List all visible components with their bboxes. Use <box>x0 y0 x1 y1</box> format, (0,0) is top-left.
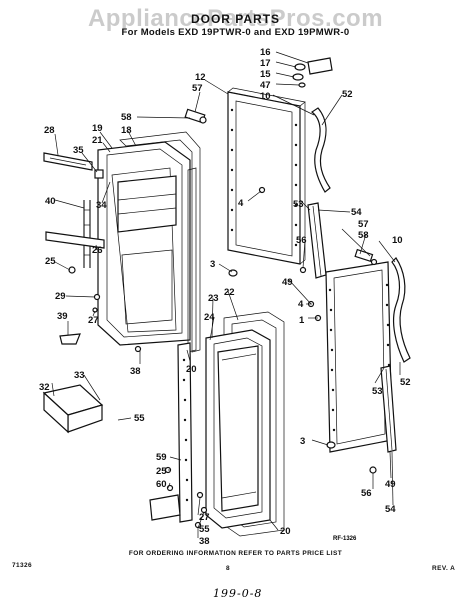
freezer-rack-left <box>45 200 105 268</box>
ordering-note: FOR ORDERING INFORMATION REFER TO PARTS … <box>128 550 343 557</box>
callout-35: 35 <box>73 145 84 156</box>
callout-25-lower: 25 <box>156 466 167 477</box>
callout-47: 47 <box>260 80 271 91</box>
callout-20-upper: 20 <box>186 364 197 375</box>
callout-32: 32 <box>39 382 50 393</box>
top-hinge-assembly <box>292 57 333 88</box>
callout-3-lower: 3 <box>300 436 305 447</box>
small-fasteners-right <box>228 266 377 474</box>
callout-25-upper: 25 <box>45 256 56 267</box>
callout-26: 26 <box>92 245 103 256</box>
callout-53-lower: 53 <box>372 386 383 397</box>
callout-59: 59 <box>156 452 167 463</box>
callout-19: 19 <box>92 123 103 134</box>
callout-27-lower: 27 <box>199 512 210 523</box>
watermark: AppliancePartsPros.com <box>87 5 384 32</box>
callout-18: 18 <box>121 125 132 136</box>
callout-40: 40 <box>45 196 56 207</box>
door-handle-lower <box>391 257 411 363</box>
callout-38-lower: 38 <box>199 536 210 547</box>
hinge-bracket-lower <box>354 248 378 266</box>
diagram-subtitle: For Models EXD 19PTWR-0 and EXD 19PMWR-0 <box>121 27 350 38</box>
callout-60: 60 <box>156 479 167 490</box>
callout-57-lower: 57 <box>358 219 369 230</box>
callout-3-upper: 3 <box>210 259 215 270</box>
callout-28: 28 <box>44 125 55 136</box>
callout-27-upper: 27 <box>88 315 99 326</box>
hinge-bracket-upper <box>184 108 207 124</box>
callout-10-upper: 10 <box>260 91 271 102</box>
callout-57-upper: 57 <box>192 83 203 94</box>
callout-numbers: 16 17 15 47 10 52 12 57 58 28 19 21 18 3… <box>39 47 411 547</box>
callout-4-lower: 4 <box>298 299 304 310</box>
callout-49-lower: 49 <box>385 479 396 490</box>
callout-4-upper: 4 <box>238 198 244 209</box>
page-number: 8 <box>226 565 231 572</box>
fresh-food-door-liner <box>205 329 271 529</box>
lower-door-gasket-strip <box>380 365 397 453</box>
callout-39: 39 <box>57 311 68 322</box>
callout-24: 24 <box>204 312 215 323</box>
callout-33: 33 <box>74 370 85 381</box>
footer-left-code: 71326 <box>12 562 33 569</box>
callout-1: 1 <box>299 315 305 326</box>
fresh-food-door-outer-panel <box>325 261 393 453</box>
callout-20-lower: 20 <box>280 526 291 537</box>
callout-38-upper: 38 <box>130 366 141 377</box>
freezer-shelf-rail <box>43 152 104 179</box>
callout-55-lower: 55 <box>199 524 210 535</box>
callout-52-lower: 52 <box>400 377 411 388</box>
callout-16: 16 <box>260 47 271 58</box>
callout-49-upper: 49 <box>282 277 293 288</box>
callout-23: 23 <box>208 293 219 304</box>
leader-lines <box>51 51 401 538</box>
callout-54-upper: 54 <box>351 207 362 218</box>
upper-door-gasket-strip <box>307 202 327 279</box>
revision-label: REV. A <box>432 565 456 572</box>
callout-22: 22 <box>224 287 235 298</box>
callout-12: 12 <box>195 72 206 83</box>
freezer-door-liner <box>97 141 191 346</box>
drawing-code: RF-1326 <box>333 536 357 542</box>
door-bin <box>42 384 181 521</box>
callout-10-lower: 10 <box>392 235 403 246</box>
callout-34: 34 <box>96 200 107 211</box>
door-shelf-rail-lower <box>177 342 193 523</box>
callout-15: 15 <box>260 69 271 80</box>
door-handle-upper <box>310 107 331 193</box>
callout-53-upper: 53 <box>293 199 304 210</box>
diagram-title: DOOR PARTS <box>190 12 281 26</box>
callout-52-upper: 52 <box>342 89 353 100</box>
small-fasteners-left <box>59 266 142 353</box>
callout-58-lower: 58 <box>358 230 369 241</box>
callout-58-upper: 58 <box>121 112 132 123</box>
callout-17: 17 <box>260 58 271 69</box>
callout-56-upper: 56 <box>296 235 307 246</box>
callout-21: 21 <box>92 135 103 146</box>
freezer-door-outer-panel <box>227 87 306 265</box>
freezer-door-gasket <box>119 131 201 353</box>
callout-56-lower: 56 <box>361 488 372 499</box>
callout-54-lower: 54 <box>385 504 396 515</box>
callout-55-upper: 55 <box>134 413 145 424</box>
handwritten-note: 199-0-8 <box>213 587 262 600</box>
callout-29: 29 <box>55 291 66 302</box>
